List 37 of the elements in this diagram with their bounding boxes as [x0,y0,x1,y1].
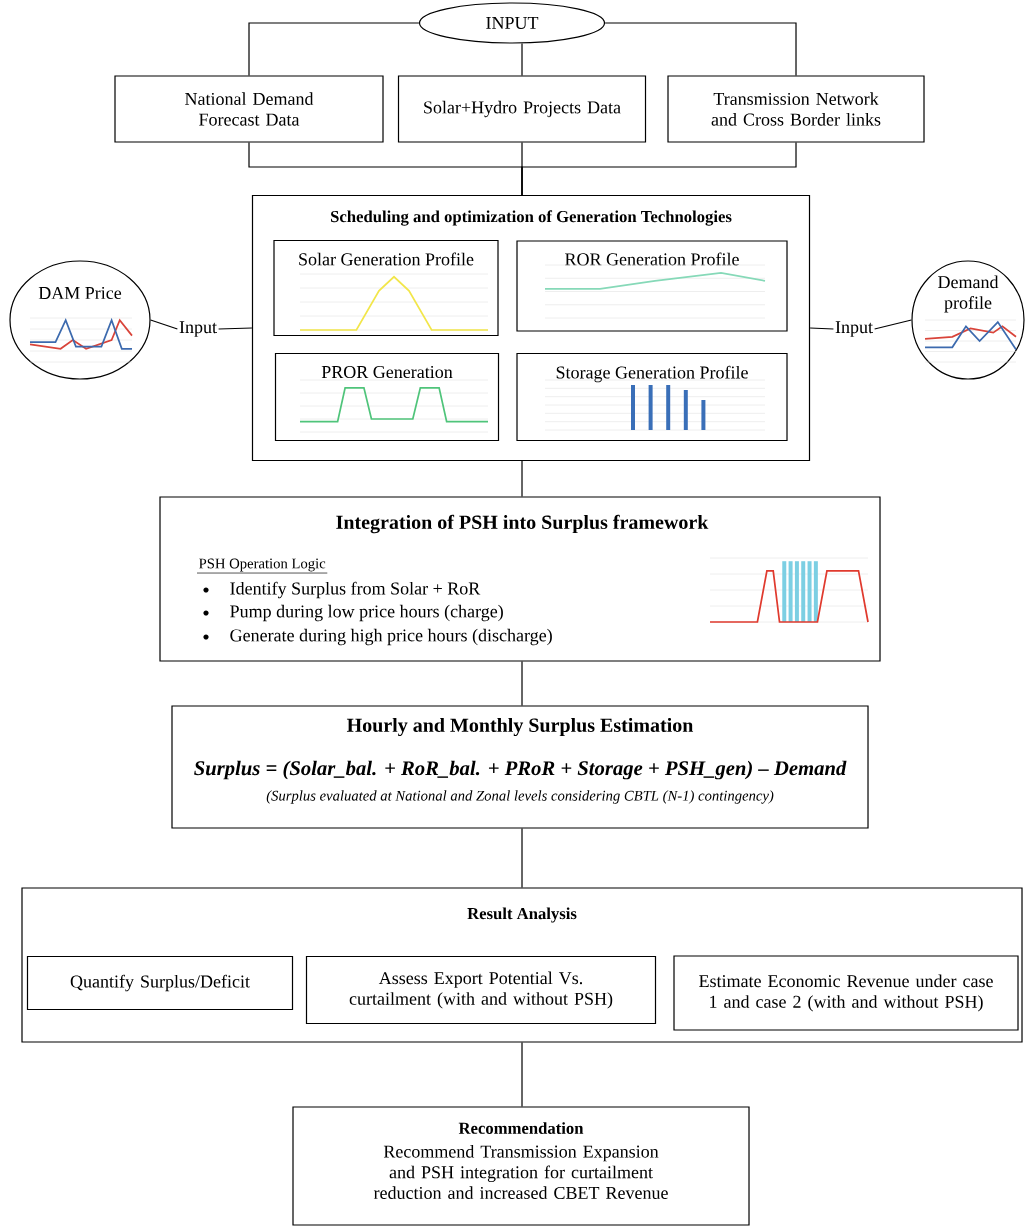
oval: INPUT [418,2,606,44]
connector-line [218,327,253,330]
connector-line [150,319,178,330]
connector-line [521,828,523,888]
input-label: Input [835,321,873,337]
bullet-item: Generate during high price hours (discharge) [203,628,552,646]
note: (Surplus evaluated at National and Zonal levels considering CBTL (N-1) contingency) [266,790,774,804]
process-box: National Demand Forecast Data [114,75,384,143]
panel-heading: Recommendation [458,1122,584,1134]
process-box: Solar+Hydro Projects Data [397,75,647,143]
process-box: Transmission Network and Cross Border links [667,75,925,143]
process-box: Quantify Surplus/Deficit [26,955,294,1011]
connector-line [521,43,523,76]
connector-line [809,327,834,330]
chart-box: Storage Generation Profile [516,352,788,442]
bullet-item: Pump during low price hours (charge) [203,604,503,622]
process-box: Assess Export Potential Vs. curtailment (with and without PSH) [305,955,657,1025]
connector-line [248,22,420,76]
connector-line [521,661,523,706]
panel-heading: Hourly and Monthly Surplus Estimation [346,717,694,737]
panel-heading: Integration of PSH into Surplus framework [336,514,709,534]
connector-line [604,22,797,76]
process-box: Estimate Economic Revenue under case 1 and case 2 (with and without PSH) [673,955,1019,1031]
group-heading: Scheduling and optimization of Generation Technologies [331,210,732,226]
chart-box: PROR Generation [274,352,500,442]
formula-text: Surplus = (Solar_bal. + RoR_bal. + PRoR + Storage + PSH_gen) – Demand [194,760,847,780]
subheading: PSH Operation Logic [196,558,328,574]
chart-box: ROR Generation Profile [516,240,788,332]
bullet-item: Identify Surplus from Solar + RoR [203,581,481,599]
group-heading: Result Analysis [467,907,577,923]
connector-line [521,1042,523,1107]
panel-text: Recommend Transmission Expansion and PSH integration for curtailment reduction and increased CBET Revenue [373,1145,668,1199]
connector-line [874,319,912,330]
input-label: Input [179,321,217,337]
connector-line [521,460,523,497]
connector-line [521,142,797,196]
chart-box: Solar Generation Profile [273,239,499,337]
